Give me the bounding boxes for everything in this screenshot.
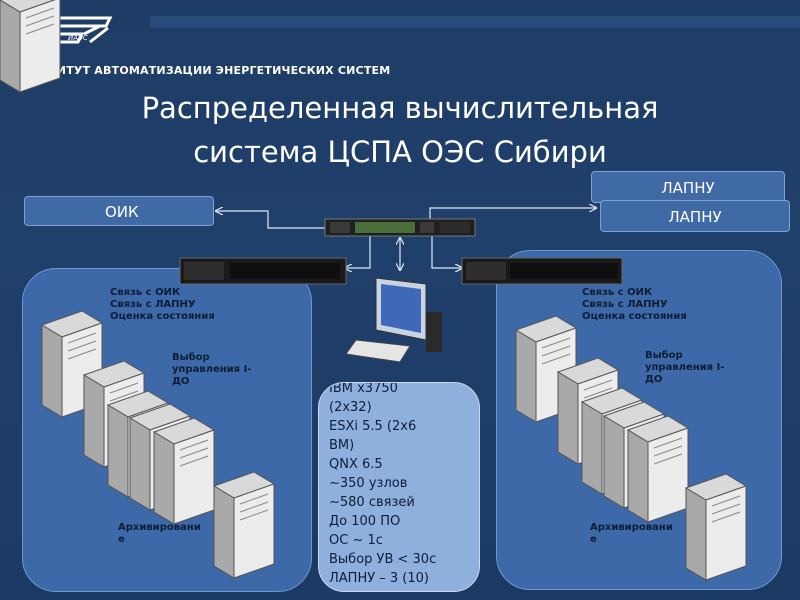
- oik-box: ОИК: [24, 196, 214, 226]
- server-tower-icons-left: [0, 0, 275, 579]
- right-choice-line-3: ДО: [645, 374, 663, 385]
- header-bar: [150, 16, 800, 28]
- institute-name: ИНСТИТУТ АВТОМАТИЗАЦИИ ЭНЕРГЕТИЧЕСКИХ СИ…: [22, 64, 391, 77]
- spec-line: ~580 связей: [329, 495, 415, 510]
- left-func-lapnu: Связь с ЛАПНУ: [110, 299, 196, 310]
- right-choice-line-1: Выбор: [645, 350, 683, 361]
- spec-line: ЛАПНУ – 3 (10): [329, 571, 429, 586]
- rack-server-icon-right: [461, 257, 623, 285]
- left-archive: Архивировани е: [118, 522, 201, 546]
- right-func-lapnu: Связь с ЛАПНУ: [582, 299, 668, 310]
- left-choice-line-1: Выбор: [172, 352, 210, 363]
- left-functions: Связь с ОИК Связь с ЛАПНУ Оценка состоян…: [110, 287, 215, 323]
- link-oik-switch: [216, 211, 326, 229]
- left-func-state: Оценка состояния: [110, 311, 215, 322]
- spec-line: ~350 узлов: [329, 476, 408, 491]
- link-switch-right: [431, 236, 462, 268]
- network-switch-icon: [324, 218, 476, 237]
- rack-server-icon-left: [179, 257, 347, 285]
- page-title: Распределенная вычислительная система ЦС…: [0, 86, 800, 174]
- title-line-1: Распределенная вычислительная: [141, 91, 659, 125]
- specs-box: IBM x3750 (2x32) ESXi 5.5 (2x6 ВМ) QNX 6…: [318, 382, 480, 592]
- link-switch-left: [345, 236, 371, 268]
- right-choice: Выбор управления I- ДО: [645, 350, 724, 386]
- left-archive-line-1: Архивировани: [118, 522, 201, 533]
- spec-line: QNX 6.5: [329, 457, 383, 472]
- spec-line: (2x32): [329, 400, 372, 415]
- spec-line: ОС ~ 1с: [329, 533, 383, 548]
- left-choice: Выбор управления I- ДО: [172, 352, 251, 388]
- title-line-2: система ЦСПА ОЭС Сибири: [193, 135, 607, 169]
- logo-text: ИАЭС: [68, 34, 88, 42]
- lapnu-box-back: ЛАПНУ: [591, 171, 785, 203]
- right-func-oik: Связь с ОИК: [582, 287, 653, 298]
- left-choice-line-3: ДО: [172, 376, 190, 387]
- left-archive-line-2: е: [118, 534, 125, 545]
- spec-line: IBM x3750: [329, 382, 398, 396]
- left-choice-line-2: управления I-: [172, 364, 252, 375]
- lapnu-box-front: ЛАПНУ: [600, 200, 790, 232]
- right-archive-line-1: Архивировани: [590, 522, 673, 533]
- spec-line: ВМ): [329, 438, 355, 453]
- left-func-oik: Связь с ОИК: [110, 287, 181, 298]
- spec-line: ESXi 5.5 (2x6: [329, 419, 417, 434]
- right-archive-line-2: е: [590, 534, 597, 545]
- right-archive: Архивировани е: [590, 522, 673, 546]
- right-choice-line-2: управления I-: [645, 362, 725, 373]
- workstation-icon: [345, 277, 442, 363]
- spec-line: Выбор УВ < 30с: [329, 552, 437, 567]
- right-functions: Связь с ОИК Связь с ЛАПНУ Оценка состоян…: [582, 287, 687, 323]
- right-func-state: Оценка состояния: [582, 311, 687, 322]
- spec-line: До 100 ПО: [329, 514, 401, 529]
